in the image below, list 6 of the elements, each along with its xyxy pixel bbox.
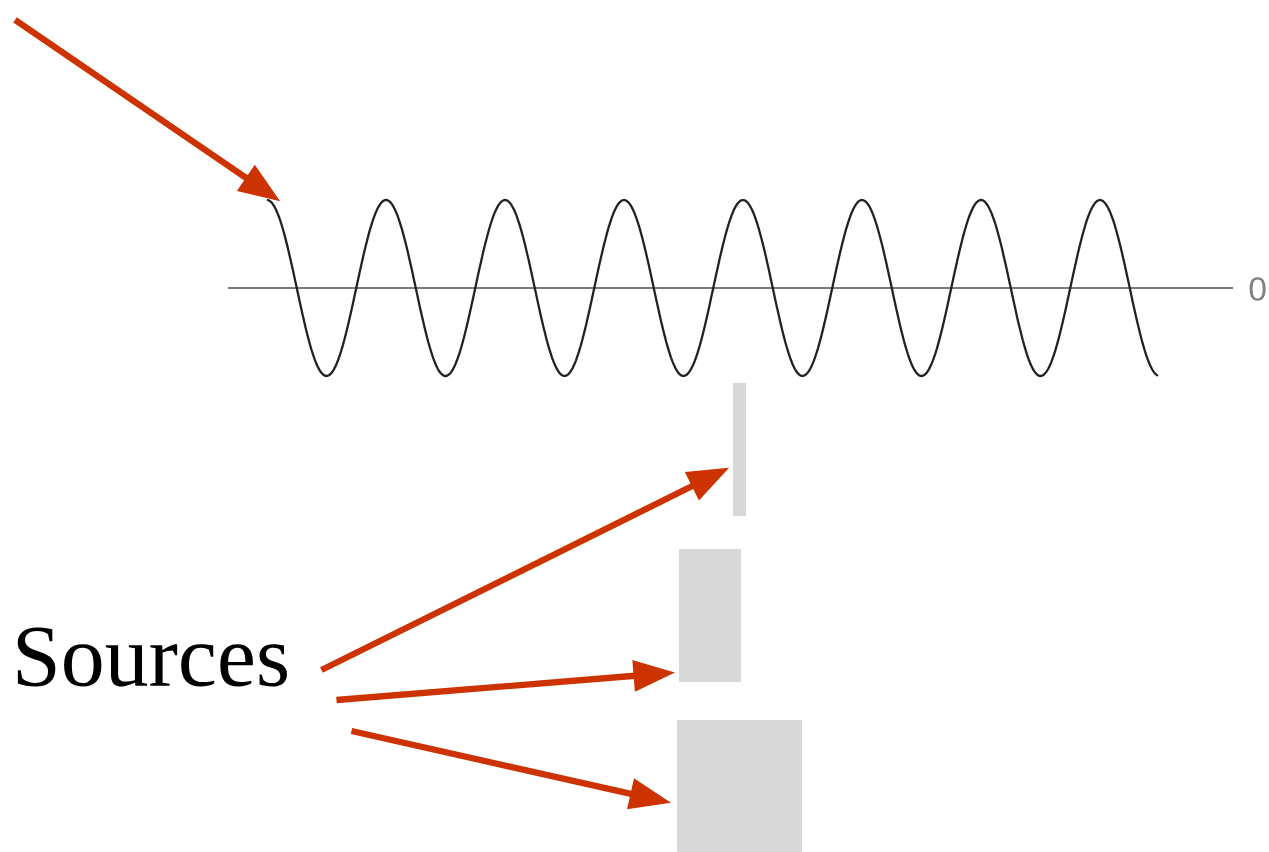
bar (677, 720, 802, 852)
source-label: Sources (17, 627, 287, 687)
axis-label: 0 (1249, 277, 1266, 301)
wave-drawing (266, 198, 1160, 378)
bar (679, 549, 741, 682)
bar (733, 383, 746, 516)
